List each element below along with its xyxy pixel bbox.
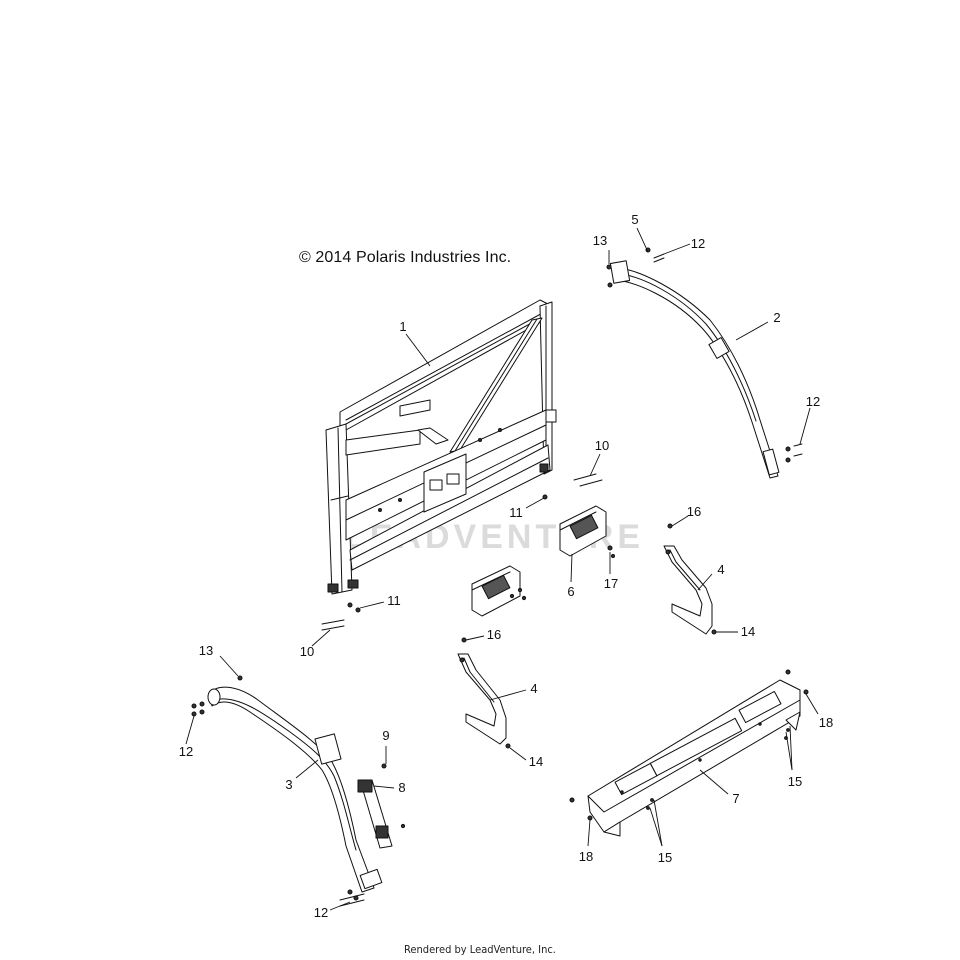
leader-18a bbox=[805, 693, 819, 715]
callout-labels: 1 2 3 4 4 5 6 7 8 9 10 10 11 11 12 12 12… bbox=[179, 212, 833, 920]
callout-12-bottom[interactable]: 12 bbox=[314, 905, 328, 920]
callout-14-upper[interactable]: 14 bbox=[741, 624, 755, 639]
leader-15b-2 bbox=[653, 799, 663, 847]
leader-11b bbox=[359, 601, 385, 609]
callout-6[interactable]: 6 bbox=[567, 584, 574, 599]
callout-18-left[interactable]: 18 bbox=[579, 849, 593, 864]
copyright-text: © 2014 Polaris Industries Inc. bbox=[299, 249, 512, 266]
leader-5 bbox=[636, 227, 649, 253]
part-6-grab-handle-right[interactable] bbox=[559, 505, 607, 557]
callout-11-lower[interactable]: 11 bbox=[387, 593, 401, 608]
leader-2 bbox=[735, 321, 769, 341]
callout-5[interactable]: 5 bbox=[631, 212, 638, 227]
leader-12d bbox=[329, 901, 351, 911]
leader-18b bbox=[587, 819, 591, 847]
hardware-fasteners bbox=[191, 247, 809, 907]
part-2-right-roll-bar[interactable] bbox=[609, 260, 780, 479]
leader-4b bbox=[489, 689, 527, 701]
leader-6 bbox=[570, 553, 573, 583]
callout-10-lower[interactable]: 10 bbox=[300, 644, 314, 659]
leader-4a bbox=[697, 573, 713, 591]
leader-7 bbox=[699, 769, 729, 795]
leader-12b bbox=[799, 407, 811, 445]
callout-17[interactable]: 17 bbox=[604, 576, 618, 591]
callout-9[interactable]: 9 bbox=[382, 728, 389, 743]
callout-11-upper[interactable]: 11 bbox=[509, 505, 523, 520]
part-4-handle-bracket-lower[interactable] bbox=[457, 653, 507, 745]
leader-12c bbox=[185, 715, 195, 745]
part-3-left-roll-bar[interactable] bbox=[207, 686, 383, 893]
leader-16a bbox=[671, 515, 689, 527]
callout-4-upper[interactable]: 4 bbox=[717, 562, 724, 577]
part-7-rear-panel[interactable] bbox=[587, 679, 801, 837]
leader-11a bbox=[525, 497, 545, 509]
callout-15-right[interactable]: 15 bbox=[788, 774, 802, 789]
part-4-handle-bracket-upper[interactable] bbox=[663, 545, 713, 635]
callout-7[interactable]: 7 bbox=[732, 791, 739, 806]
leader-lines bbox=[185, 227, 819, 911]
callout-13-top[interactable]: 13 bbox=[593, 233, 607, 248]
leader-12a bbox=[663, 243, 691, 255]
callout-1[interactable]: 1 bbox=[399, 319, 406, 334]
callout-13-left[interactable]: 13 bbox=[199, 643, 213, 658]
callout-15-left[interactable]: 15 bbox=[658, 850, 672, 865]
callout-8[interactable]: 8 bbox=[398, 780, 405, 795]
footer-credit: Rendered by LeadVenture, Inc. bbox=[404, 943, 556, 956]
leader-8 bbox=[373, 785, 395, 789]
leader-13b bbox=[219, 655, 239, 677]
callout-4-lower[interactable]: 4 bbox=[530, 681, 537, 696]
callout-12-right[interactable]: 12 bbox=[806, 394, 820, 409]
leader-14b bbox=[509, 747, 527, 761]
callout-16-lower[interactable]: 16 bbox=[487, 627, 501, 642]
callout-3[interactable]: 3 bbox=[285, 777, 292, 792]
callout-12-left[interactable]: 12 bbox=[179, 744, 193, 759]
leader-10a bbox=[589, 453, 601, 477]
leader-10b bbox=[311, 629, 331, 647]
callout-2[interactable]: 2 bbox=[773, 310, 780, 325]
part-1-rear-frame[interactable] bbox=[325, 299, 557, 595]
callout-12-top[interactable]: 12 bbox=[691, 236, 705, 251]
part-8-strap[interactable] bbox=[357, 779, 393, 849]
leader-15a-2 bbox=[789, 725, 793, 771]
leader-15a-1 bbox=[785, 731, 793, 771]
callout-16-upper[interactable]: 16 bbox=[687, 504, 701, 519]
callout-14-lower[interactable]: 14 bbox=[529, 754, 543, 769]
leader-16b bbox=[465, 635, 485, 641]
callout-10-upper[interactable]: 10 bbox=[595, 438, 609, 453]
leader-3 bbox=[295, 759, 319, 779]
leader-1 bbox=[405, 333, 431, 367]
callout-18-right[interactable]: 18 bbox=[819, 715, 833, 730]
leader-15b-1 bbox=[649, 807, 663, 847]
part-6-grab-handle-left[interactable] bbox=[471, 565, 521, 617]
